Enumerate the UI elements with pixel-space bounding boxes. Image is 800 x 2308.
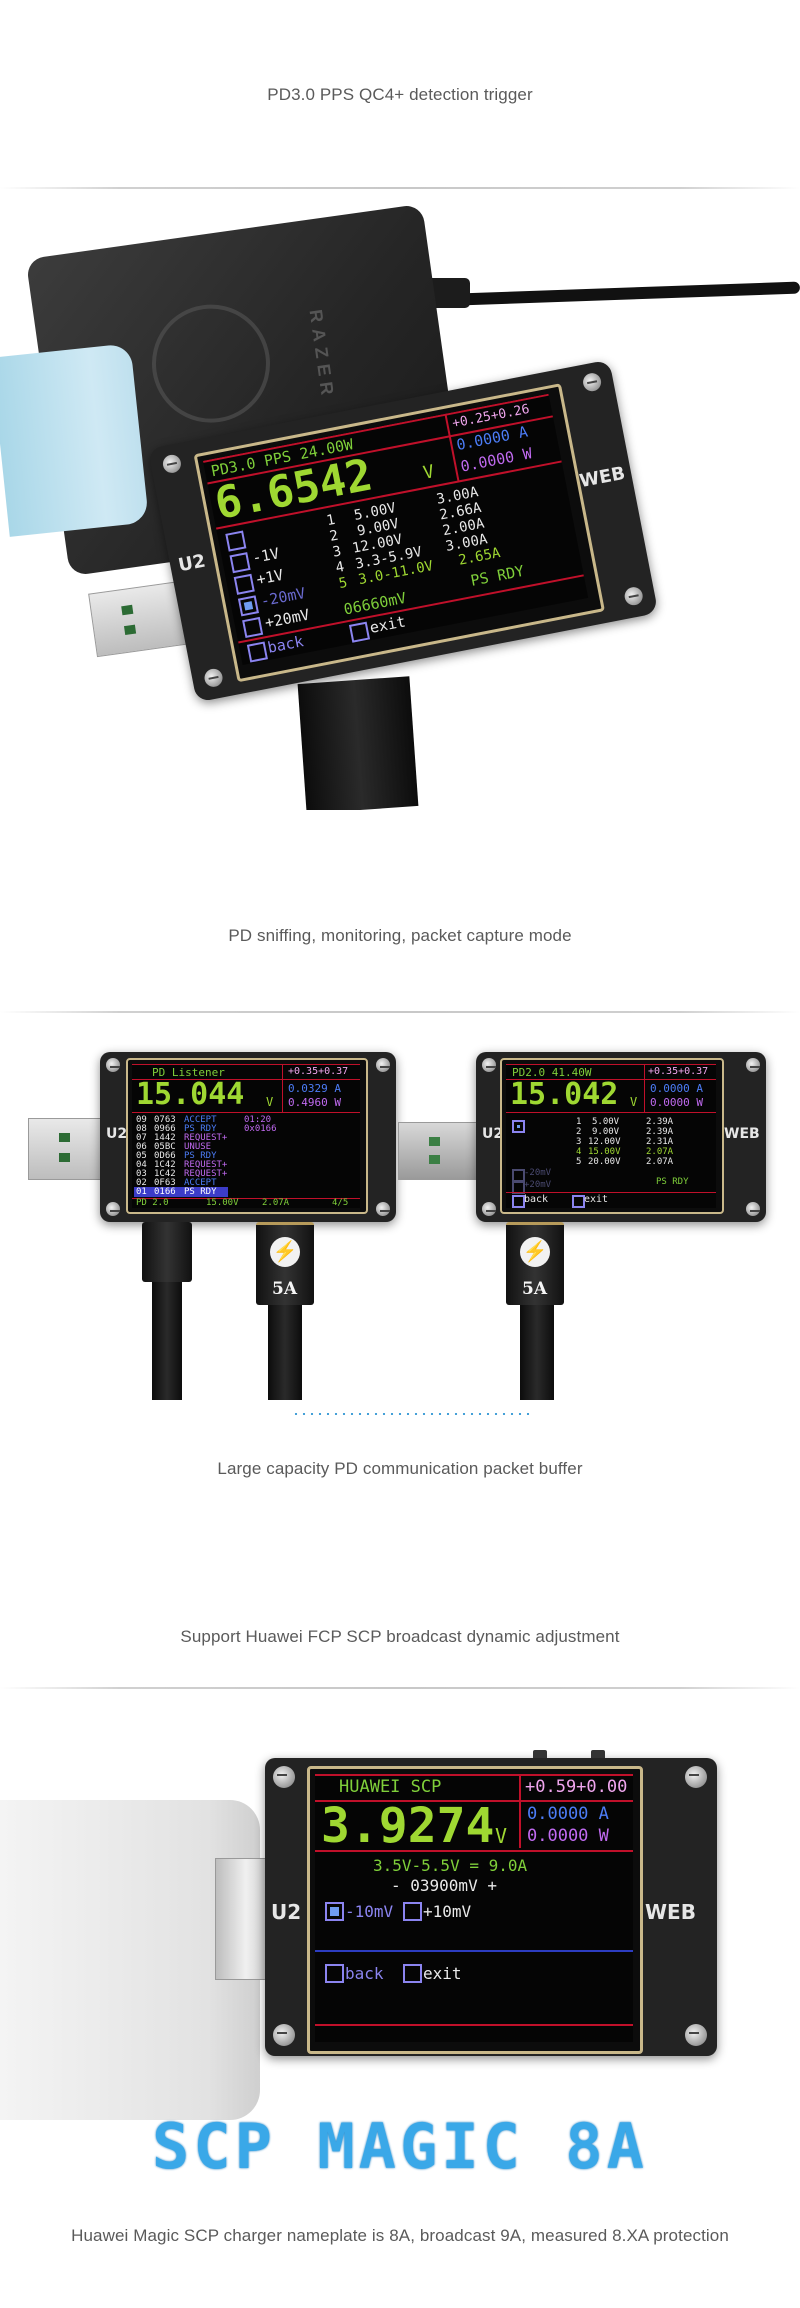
scp-voltage-unit: V — [495, 1824, 508, 1848]
scp-screen: HUAWEI SCP +0.59+0.00 3.9274 V 0.0000 A … — [315, 1774, 633, 2042]
bottom-cable — [297, 676, 419, 810]
scp-offset: +0.59+0.00 — [525, 1777, 628, 1797]
photo-huawei-scp: U2 WEB HUAWEI SCP +0.59+0.00 3.9274 V 0.… — [0, 1720, 800, 2205]
option-plus-20mv[interactable]: +20mV — [263, 605, 312, 632]
lightning-bolt-icon: ⚡ — [270, 1237, 300, 1267]
listener-title: PD Listener — [152, 1066, 225, 1079]
side-label-web: WEB — [577, 462, 627, 493]
ps-rdy-status: PS RDY — [469, 561, 526, 590]
scp-option-plus-10mv[interactable]: +10mV — [423, 1902, 472, 1921]
divider-1 — [0, 187, 800, 189]
side-label-web-right: WEB — [724, 1126, 760, 1142]
scp-back-button[interactable]: back — [345, 1964, 384, 1983]
port-label-u2: U2 — [176, 550, 208, 577]
listener-screen: PD Listener +0.35+0.37 15.044 V 0.0329 A… — [132, 1064, 360, 1208]
option-minus-1v[interactable]: -1V — [250, 544, 281, 568]
option-minus-20mv[interactable]: -20mV — [259, 583, 307, 611]
scp-magic-banner: SCP MAGIC 8A — [152, 2110, 648, 2183]
packet-detail-hex: 0x0166 — [244, 1124, 277, 1134]
lightning-bolt-icon: ⚡ — [520, 1237, 550, 1267]
voltage-unit: V — [421, 461, 437, 484]
tester-device-right: U2 WEB PD2.0 41.40W +0.35+0.37 15.042 V … — [476, 1052, 766, 1222]
back-button[interactable]: back — [266, 632, 306, 657]
port-label-u2-huawei: U2 — [271, 1900, 302, 1924]
caption-packet-buffer: Large capacity PD communication packet b… — [217, 1459, 583, 1478]
tester-device-huawei: U2 WEB HUAWEI SCP +0.59+0.00 3.9274 V 0.… — [265, 1750, 717, 2056]
scp-power: 0.0000 W — [527, 1826, 609, 1846]
caption-pd-sniffing: PD sniffing, monitoring, packet capture … — [228, 926, 572, 945]
listener-power: 0.4960 W — [288, 1096, 341, 1109]
scp-exit-button[interactable]: exit — [423, 1964, 462, 1983]
dotted-divider — [292, 1413, 530, 1415]
photo-razer-trigger: RAZER U2 WEB PD3.0 PPS 24.00W +0.25+0.26… — [0, 190, 800, 810]
usb-c-cable — [429, 281, 800, 307]
caption-magic-scp: Huawei Magic SCP charger nameplate is 8A… — [71, 2226, 729, 2245]
listener-current: 0.0329 A — [288, 1082, 341, 1095]
usb-a-plug-right — [398, 1122, 480, 1180]
scp-setpoint: - 03900mV + — [391, 1876, 497, 1895]
5a-cable-plug-right: ⚡ 5A — [506, 1222, 564, 1305]
footer-page: 4/5 — [332, 1198, 349, 1208]
scp-range: 3.5V-5.5V = 9.0A — [373, 1856, 528, 1875]
blue-usb-accessory — [0, 343, 150, 537]
tester-device-left: U2 PD Listener +0.35+0.37 15.044 V 0.032… — [100, 1052, 396, 1222]
selected-packet-row[interactable] — [134, 1187, 228, 1197]
caption-huawei-scp: Support Huawei FCP SCP broadcast dynamic… — [180, 1627, 620, 1646]
option-plus-1v[interactable]: +1V — [254, 565, 285, 589]
photo-pd-listener: U2 PD Listener +0.35+0.37 15.044 V 0.032… — [0, 1030, 800, 1400]
side-label-web-huawei: WEB — [645, 1900, 696, 1924]
scp-current: 0.0000 A — [527, 1804, 609, 1824]
divider-3 — [0, 1687, 800, 1689]
scp-option-minus-10mv[interactable]: -10mV — [345, 1902, 394, 1921]
exit-button[interactable]: exit — [368, 612, 408, 637]
port-label-u2-right: U2 — [482, 1126, 504, 1142]
listener-offset: +0.35+0.37 — [288, 1066, 349, 1077]
port-label-u2-left: U2 — [106, 1126, 128, 1142]
caption-pd-trigger: PD3.0 PPS QC4+ detection trigger — [267, 85, 533, 104]
usb-a-plug-left — [28, 1118, 112, 1180]
5a-cable-plug-left: ⚡ 5A — [256, 1222, 314, 1305]
listener-voltage: 15.044 — [136, 1077, 245, 1112]
pdo-voltage: 15.042 — [510, 1077, 619, 1112]
packet-detail-index: 01:20 — [244, 1115, 272, 1125]
charger-brand: RAZER — [305, 308, 339, 403]
pdo-screen: PD2.0 41.40W +0.35+0.37 15.042 V 0.0000 … — [506, 1064, 716, 1208]
scp-voltage: 3.9274 — [321, 1798, 495, 1854]
scp-title: HUAWEI SCP — [339, 1777, 442, 1797]
footer-pd-version: PD 2.0 — [136, 1198, 169, 1208]
razer-snake-logo-icon — [144, 296, 278, 431]
divider-2 — [0, 1011, 800, 1013]
